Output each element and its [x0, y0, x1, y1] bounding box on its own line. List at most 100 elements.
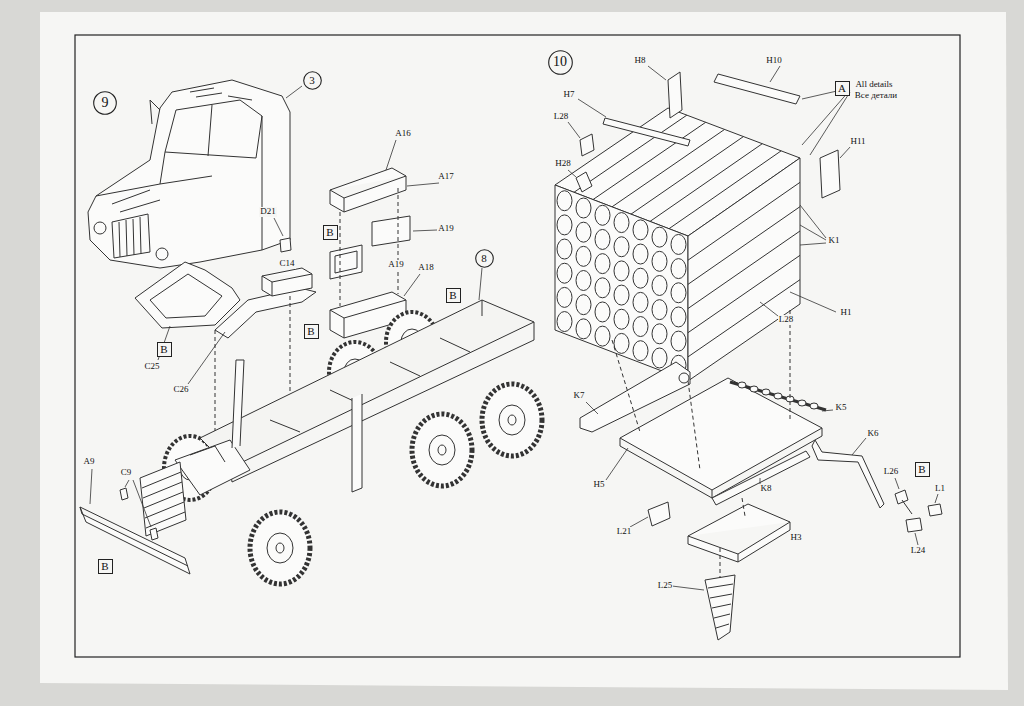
- tube-mouth: [576, 198, 591, 218]
- step-number: 10: [548, 50, 573, 75]
- tube-mouth: [614, 333, 629, 353]
- tube-line: [688, 207, 800, 285]
- tube-pack-front: [555, 185, 688, 381]
- platform: [620, 378, 822, 490]
- tube-mouth: [671, 331, 686, 351]
- battery-lid: [262, 268, 312, 296]
- box-shape: [157, 342, 171, 356]
- cab: [88, 80, 290, 268]
- plate: [372, 216, 410, 246]
- tube-mouth: [633, 220, 648, 240]
- step-number: 3: [303, 71, 322, 90]
- tow-hook: [120, 488, 128, 500]
- tube-mouth: [671, 234, 686, 254]
- part-label: A19: [437, 224, 455, 233]
- tube-mouth: [595, 278, 610, 298]
- tube-mouth: [557, 239, 572, 259]
- part-label: C25: [143, 362, 160, 371]
- option-letter: B: [326, 227, 333, 238]
- leader-lines: [90, 66, 938, 590]
- tube-mouth: [595, 254, 610, 274]
- tube-mouth: [595, 326, 610, 346]
- tube-mouth: [557, 263, 572, 283]
- box-shape: [915, 462, 929, 476]
- strip-loops: [738, 382, 818, 409]
- tube-line: [650, 144, 762, 222]
- tube-mouth: [633, 244, 648, 264]
- option-marker: A: [835, 81, 850, 96]
- grille-bars: [119, 217, 141, 257]
- part-label: H7: [563, 90, 576, 99]
- wheel: [250, 512, 310, 584]
- part-label: H8: [634, 56, 647, 65]
- bumper: [80, 507, 190, 574]
- option-marker: B: [915, 462, 930, 477]
- frame: [200, 300, 534, 468]
- part-label: L26: [883, 467, 900, 476]
- part-label: H11: [849, 137, 866, 146]
- page-frame: [75, 35, 960, 657]
- tube-mouth: [557, 287, 572, 307]
- tube-line: [688, 280, 800, 357]
- tube-mouth: [576, 271, 591, 291]
- truck-drawing: [80, 80, 542, 584]
- tube-mouth: [633, 292, 648, 312]
- ladder: [705, 575, 735, 640]
- tube-mouth: [652, 227, 667, 247]
- engine: [175, 440, 250, 495]
- box-shape: [835, 81, 849, 95]
- frame-lines: [230, 300, 534, 482]
- radiator: [140, 462, 186, 536]
- option-letter: B: [918, 464, 925, 475]
- box-shape: [304, 324, 318, 338]
- part-label: All details: [854, 80, 893, 89]
- option-marker: B: [157, 342, 172, 357]
- windshield: [165, 100, 262, 158]
- floor-panel-inner: [150, 274, 222, 318]
- part-label: A19: [387, 260, 405, 269]
- part-label: H3: [790, 533, 803, 542]
- circle-shape: [475, 249, 493, 267]
- floor-panel: [135, 262, 240, 328]
- tube-mouth: [633, 341, 648, 361]
- part-label: D21: [259, 207, 277, 216]
- circle-shape: [94, 92, 117, 115]
- part-label: A9: [83, 457, 96, 466]
- tube-mouth: [652, 275, 667, 295]
- tube-mouth: [671, 283, 686, 303]
- cab-lines: [190, 88, 262, 250]
- strip: [730, 382, 826, 410]
- part-label: H1: [840, 308, 853, 317]
- tube-mouth: [595, 205, 610, 225]
- small-part: [580, 134, 594, 156]
- tube-line: [688, 231, 800, 309]
- tow-hook: [150, 528, 158, 540]
- tube-mouth: [557, 215, 572, 235]
- tube-mouth: [652, 251, 667, 271]
- circle-shape: [548, 50, 572, 74]
- tube-mouth: [633, 317, 648, 337]
- part-label: L1: [934, 484, 946, 493]
- bracket: [820, 150, 840, 198]
- mirror: [150, 100, 160, 124]
- box-shape: [323, 225, 337, 239]
- part-label: L24: [910, 546, 927, 555]
- tube-mouth: [557, 312, 572, 332]
- tube-ends: [557, 115, 800, 375]
- part-label: K5: [835, 403, 848, 412]
- part-label: A18: [417, 263, 435, 272]
- launcher-drawing: [555, 72, 942, 640]
- option-letter: B: [160, 344, 167, 355]
- knob-part: [280, 238, 291, 252]
- option-letter: A: [838, 83, 846, 94]
- part-label: K1: [828, 236, 841, 245]
- tube-mouth: [671, 259, 686, 279]
- step-number-text: 3: [309, 75, 315, 86]
- option-marker: B: [98, 559, 113, 574]
- part-label: L25: [657, 581, 674, 590]
- tube-mouth: [652, 348, 667, 368]
- tube-mouth: [633, 268, 648, 288]
- tube-mouth: [614, 237, 629, 257]
- plate: [330, 245, 362, 279]
